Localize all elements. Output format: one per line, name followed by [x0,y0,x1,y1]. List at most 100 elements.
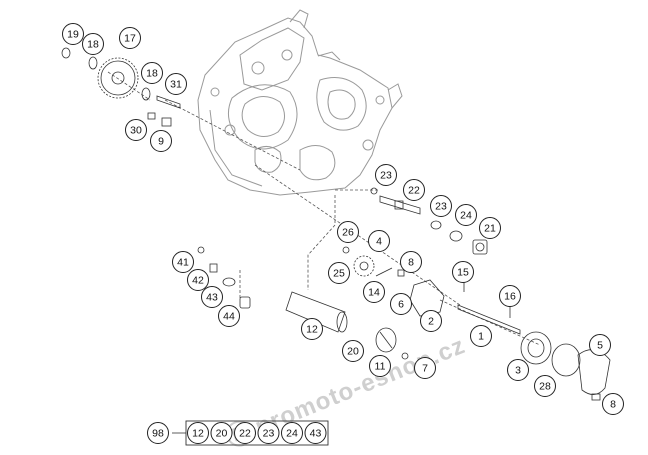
callout-c12: 12 [301,318,323,340]
callout-c9: 9 [150,130,172,152]
spring-part [209,263,218,273]
callout-circle [218,305,240,327]
callout-label: 12 [306,324,318,336]
callout-label: 41 [177,257,189,269]
callout-circle [337,221,359,243]
circlip-part-3 [342,246,350,254]
callout-c4: 4 [368,230,390,252]
gasket-part [551,343,581,377]
callout-circle [390,293,412,315]
pump-gear-part [353,255,375,277]
callout-label: 20 [347,346,359,358]
callout-label: 15 [457,267,469,279]
callout-circle [470,325,492,347]
circlip-part [88,56,98,70]
callout-label: 26 [342,227,354,239]
callout-c17: 17 [119,27,141,49]
callout-label: 14 [368,287,380,299]
sprocket-part [97,57,139,99]
callout-circle [534,375,556,397]
callout-circle [452,261,474,283]
callout-circle [414,357,436,379]
callout-label: 44 [223,311,235,323]
callout-circle [281,422,303,444]
kit-item-label: 22 [239,428,251,440]
callout-label: 18 [87,39,99,51]
callout-c44: 44 [218,305,240,327]
callout-circle [375,164,397,186]
kit-item-label: 23 [263,428,275,440]
shaft-part [156,95,181,109]
callout-c22: 22 [403,179,425,201]
callout-c41: 41 [172,251,194,273]
washer-part-2 [222,277,236,287]
callout-label: 8 [408,257,414,269]
callout-circle [172,251,194,273]
washer-part [61,47,71,59]
pin-part [375,267,393,277]
callout-circle [147,422,169,444]
callout-label: 22 [408,185,420,197]
callout-c18a: 18 [82,33,104,55]
callout-c16: 16 [499,285,521,307]
callout-circle [187,269,209,291]
callout-c23a: 23 [375,164,397,186]
callout-circle [363,281,385,303]
oil-filter-part [285,291,348,333]
callout-c19: 19 [62,23,84,45]
callout-c43: 43 [201,286,223,308]
parts [61,47,611,401]
screw-part-4 [401,352,409,360]
callout-c14: 14 [363,281,385,303]
kit-callout: 98 [147,422,169,444]
kit-item: 23 [257,422,280,444]
callout-c23b: 23 [430,195,452,217]
callout-circle [589,334,611,356]
callout-label: 23 [435,201,447,213]
callout-c24: 24 [455,204,477,226]
callout-circle [430,195,452,217]
oring-part [370,187,378,195]
callout-c20: 20 [342,340,364,362]
callout-circle [301,318,323,340]
oil-pump-rotor-part [520,331,552,365]
callout-circle [201,286,223,308]
callout-c8a: 8 [400,251,422,273]
pump-housing-part [409,279,445,317]
callout-c21: 21 [479,217,501,239]
callout-circle [368,230,390,252]
callout-c6: 6 [390,293,412,315]
callout-label: 2 [428,316,434,328]
oring-part-2 [449,230,463,242]
callout-c30: 30 [125,119,147,141]
callout-circle [125,119,147,141]
callout-label: 31 [170,79,182,91]
kit-item: 22 [234,422,256,444]
callout-label: 8 [610,399,616,411]
callout-circle [479,217,501,239]
callout-c18b: 18 [141,62,163,84]
screw-part [147,112,156,120]
kit-item-label: 12 [192,428,204,440]
callout-circle [602,393,624,415]
callout-label: 7 [422,363,428,375]
callout-circle [150,130,172,152]
callout-circle [400,251,422,273]
callout-c7: 7 [414,357,436,379]
callout-label: 16 [504,291,516,303]
oil-pump-shaft-part [379,195,421,215]
callout-label: 21 [484,223,496,235]
callout-label: 23 [380,170,392,182]
callout-c3: 3 [507,359,529,381]
kit-box [185,420,329,446]
kit-item: 12 [187,422,209,444]
callout-circle [62,23,84,45]
callout-label: 9 [158,136,164,148]
callout-circle [369,355,391,377]
callout-circle [210,422,233,444]
callout-circle [455,204,477,226]
callout-c2: 2 [420,310,442,332]
ball-part [197,246,205,254]
